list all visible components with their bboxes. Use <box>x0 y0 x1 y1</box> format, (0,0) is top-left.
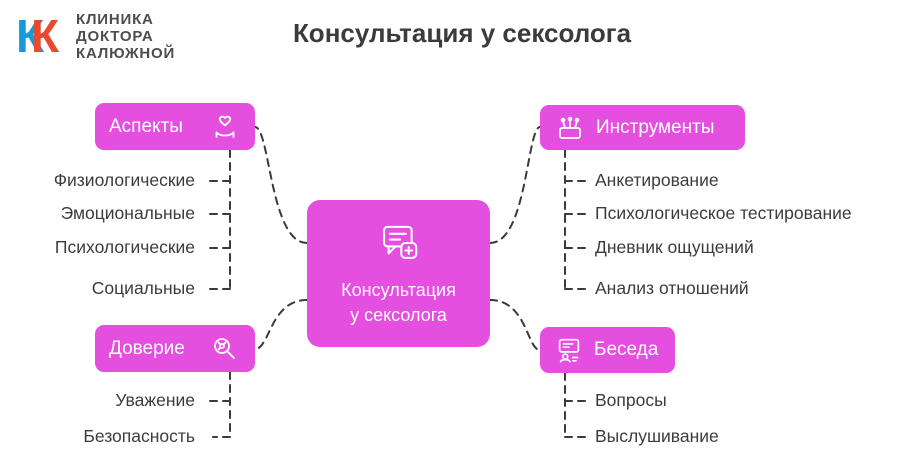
leaf-psych-testing: Психологическое тестирование <box>595 203 852 223</box>
clinic-name-line: КЛИНИКА <box>76 10 154 28</box>
hand-heart-icon <box>215 115 235 138</box>
branch-node-trust: Доверие <box>95 325 255 372</box>
leaf-listening: Выслушивание <box>595 426 719 446</box>
leaf-safety: Безопасность <box>83 426 195 446</box>
leaf-psychological: Психологические <box>54 237 195 257</box>
logo-letter-k-red: К <box>31 10 60 62</box>
clinic-name-line: КАЛЮЖНОЙ <box>76 44 176 62</box>
conversation-person-icon <box>558 338 580 363</box>
leaf-physiological: Физиологические <box>53 170 195 190</box>
branch-label-talk: Беседа <box>594 339 659 360</box>
branch-label-aspects: Аспекты <box>109 115 183 137</box>
branch-node-talk: Беседа <box>540 327 675 373</box>
branch-label-tools: Инструменты <box>596 116 715 138</box>
magnifier-bug-icon <box>214 337 235 359</box>
leaf-respect: Уважение <box>115 390 195 410</box>
branch-label-trust: Доверие <box>109 337 185 359</box>
clinic-name: КЛИНИКА ДОКТОРА КАЛЮЖНОЙ <box>76 11 175 62</box>
clinic-logo: К К КЛИНИКА ДОКТОРА КАЛЮЖНОЙ <box>16 10 175 62</box>
leaf-social: Социальные <box>91 278 195 298</box>
branch-node-aspects: Аспекты <box>95 103 255 150</box>
leaf-relationship-analysis: Анализ отношений <box>595 278 749 298</box>
chat-medical-icon <box>382 225 417 259</box>
clinic-name-line: ДОКТОРА <box>76 27 154 45</box>
leaf-questions: Вопросы <box>595 390 667 410</box>
clinic-logo-mark: К К <box>16 10 68 62</box>
central-node-label: Консультация у сексолога <box>341 279 456 325</box>
leaf-sensation-diary: Дневник ощущений <box>595 237 754 257</box>
logo-letter-k-blue: К <box>16 10 45 62</box>
leaf-questionnaire: Анкетирование <box>595 170 719 190</box>
page-title: Консультация у сексолога <box>292 18 632 48</box>
central-node: Консультация у сексолога <box>307 200 490 347</box>
toolbox-icon <box>559 116 581 139</box>
leaf-emotional: Эмоциональные <box>60 203 195 223</box>
branch-node-tools: Инструменты <box>540 105 745 150</box>
